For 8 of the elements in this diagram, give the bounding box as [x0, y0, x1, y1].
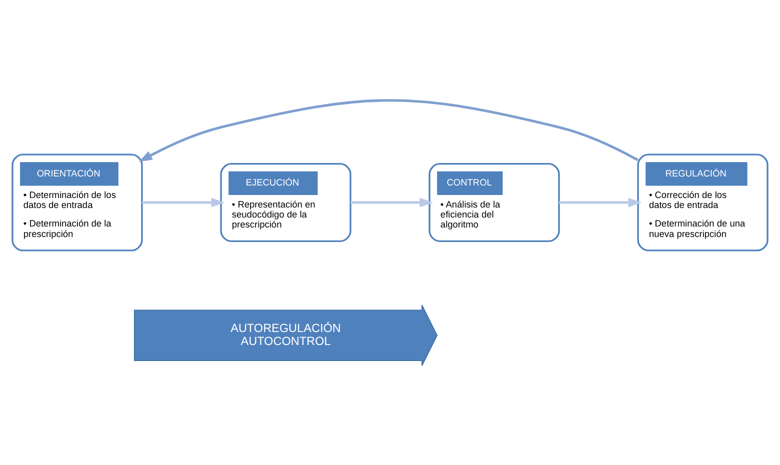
node-box: EJECUCIÓN • Representación en seudocódigo de la prescripción [220, 162, 352, 242]
node-box: REGULACIÓN • Corrección de los datos de entrada • Determinación de una nueva prescripción [637, 153, 768, 251]
arrow [138, 98, 638, 162]
arrow [142, 197, 225, 207]
arrow [559, 197, 642, 207]
node-box: ORIENTACIÓN • Determinación de los datos de entrada • Determinación de la prescripción [12, 153, 143, 251]
arrow [350, 197, 434, 207]
node-box: CONTROL • Análisis de la eficiencia del algoritmo [428, 162, 560, 242]
